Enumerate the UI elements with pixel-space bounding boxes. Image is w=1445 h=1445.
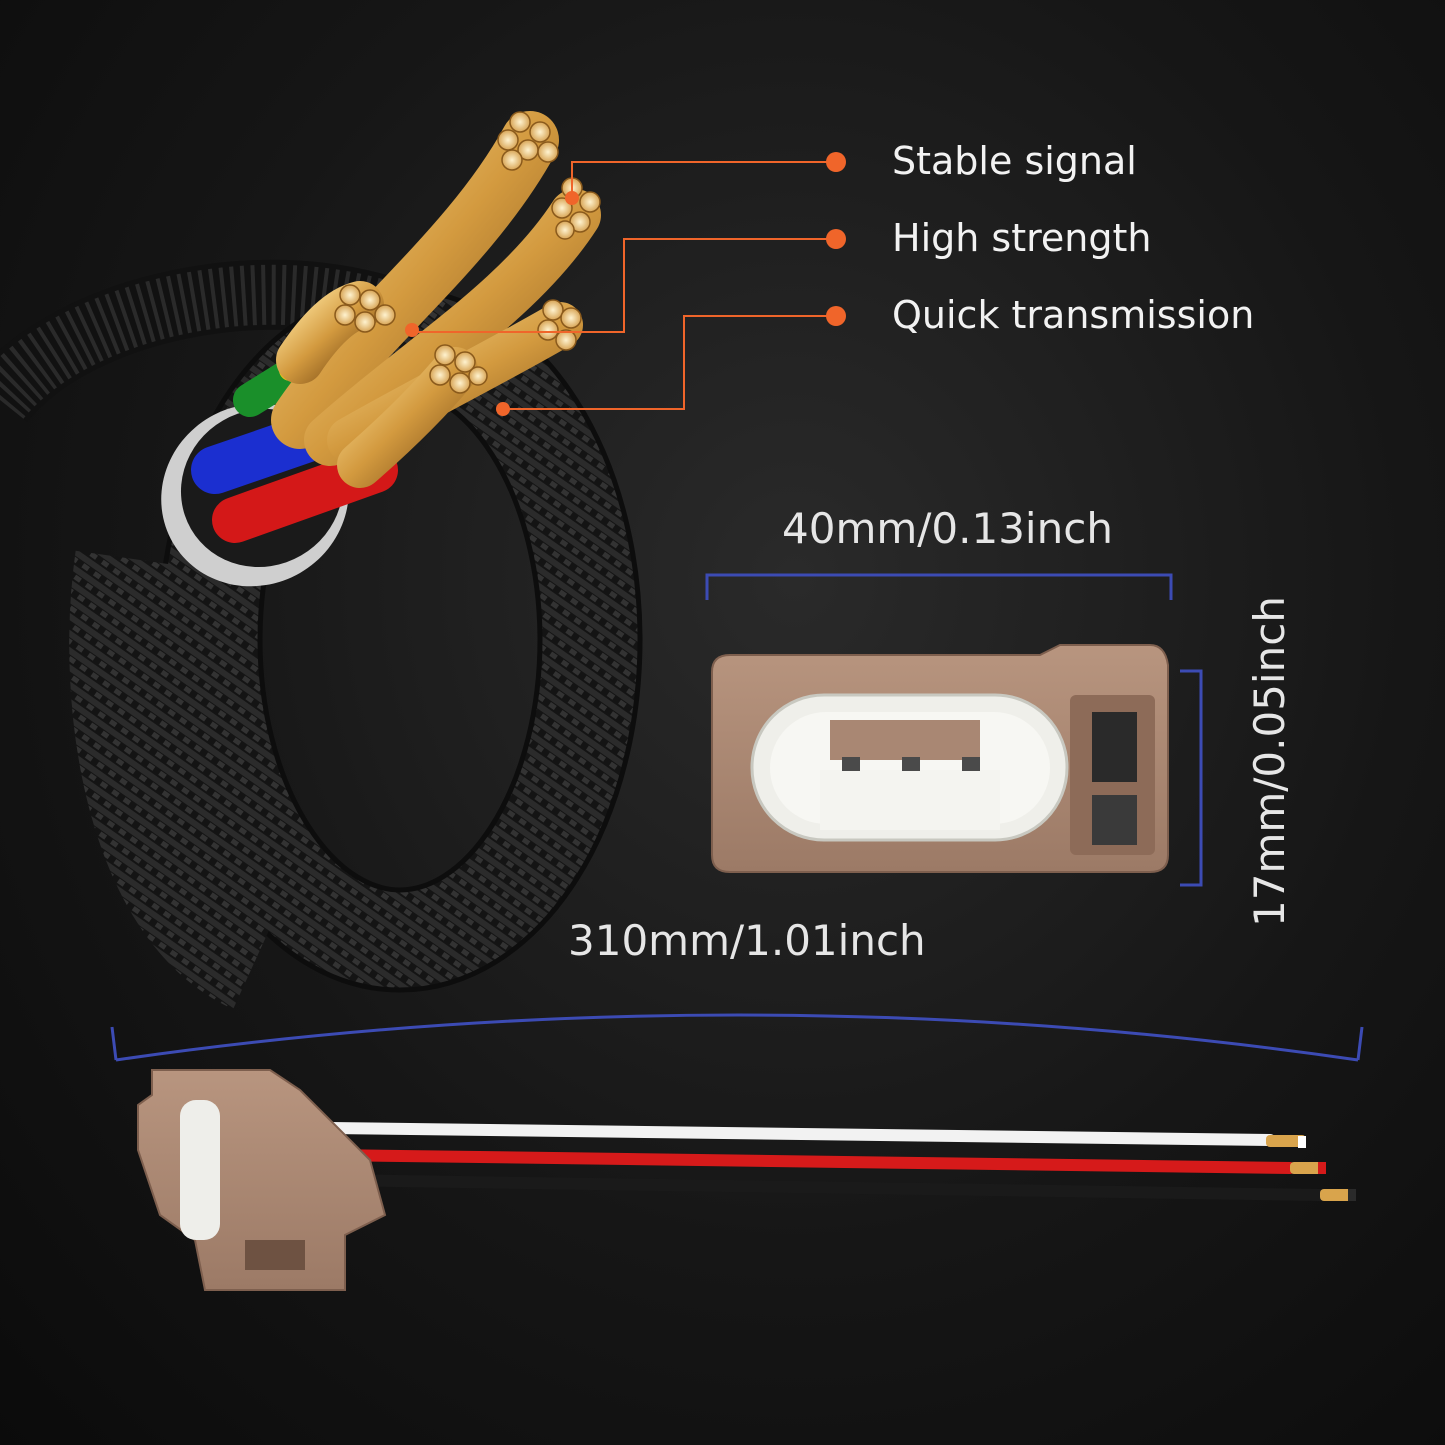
- pigtail-connector-illustration: [137, 1069, 1356, 1291]
- callout-dot-anchor: [496, 402, 510, 416]
- length-dimension-bracket: [110, 1013, 1364, 1062]
- feature-label-quick-transmission: Quick transmission: [892, 293, 1255, 337]
- callout-line-quick-transmission: [503, 315, 836, 410]
- braided-cable-illustration: [0, 111, 643, 1010]
- dimension-brackets: [110, 573, 1364, 1062]
- callout-dot-anchor: [405, 323, 419, 337]
- callout-lines: [412, 161, 836, 410]
- feature-label-high-strength: High strength: [892, 216, 1152, 260]
- callout-dot-quick-transmission: [826, 306, 846, 326]
- callout-dot-stable-signal: [826, 152, 846, 172]
- feature-label-stable-signal: Stable signal: [892, 139, 1137, 183]
- width-dimension-bracket: [705, 573, 1173, 600]
- callout-dot-high-strength: [826, 229, 846, 249]
- callout-dot-anchor: [565, 191, 579, 205]
- callout-line-stable-signal: [571, 161, 836, 196]
- height-dimension-bracket: [1180, 669, 1203, 887]
- callout-line-high-strength: [412, 238, 836, 333]
- cable-length-label: 310mm/1.01inch: [568, 916, 926, 965]
- connector-closeup: [711, 644, 1169, 873]
- callout-dots: [405, 152, 846, 416]
- connector-height-label: 17mm/0.05inch: [1245, 596, 1294, 927]
- connector-width-label: 40mm/0.13inch: [782, 504, 1113, 553]
